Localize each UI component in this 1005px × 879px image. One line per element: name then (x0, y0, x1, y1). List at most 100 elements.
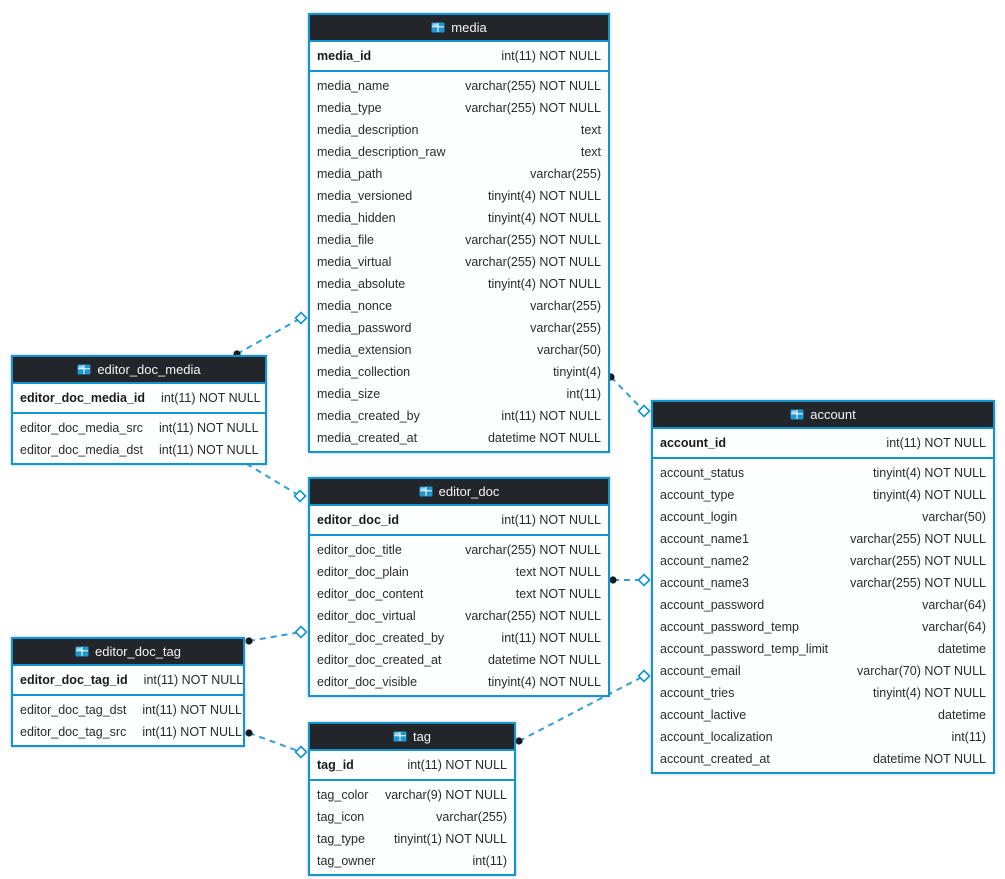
column-name: media_virtual (317, 255, 392, 269)
relationship-line[interactable] (610, 376, 645, 412)
column-row: account_name3 varchar(255) NOT NULL (653, 572, 993, 594)
column-name: tag_type (317, 832, 365, 846)
column-name: account_password (660, 598, 765, 612)
column-type: datetime NOT NULL (487, 431, 601, 445)
column-name: media_id (317, 49, 372, 63)
diamond-marker (293, 489, 307, 503)
column-name: account_login (660, 510, 738, 524)
relationship-line[interactable] (236, 317, 302, 355)
relationship-line[interactable] (248, 732, 302, 753)
column-type: tinyint(1) NOT NULL (394, 832, 507, 846)
relationship-editor_doc_tag-editor_doc[interactable] (245, 625, 308, 645)
column-name: editor_doc_tag_dst (20, 703, 127, 717)
table-header[interactable]: editor_doc (310, 479, 608, 506)
column-type: int(11) NOT NULL (886, 436, 986, 450)
column-name: editor_doc_media_src (20, 421, 143, 435)
column-type: int(11) NOT NULL (142, 703, 242, 717)
column-name: account_name1 (660, 532, 749, 546)
column-type: varchar(255) (436, 810, 507, 824)
diamond-marker (294, 625, 308, 639)
table-header[interactable]: tag (310, 724, 514, 751)
column-type: varchar(255) (530, 167, 601, 181)
relationship-editor_doc-account[interactable] (609, 573, 651, 587)
relationship-media-account[interactable] (607, 373, 651, 418)
dot-marker (609, 576, 617, 584)
column-name: media_created_by (317, 409, 420, 423)
relationship-editor_doc_media-media[interactable] (233, 311, 308, 358)
column-name: editor_doc_media_dst (20, 443, 143, 457)
column-type: int(11) NOT NULL (143, 673, 244, 687)
column-name: account_localization (660, 730, 773, 744)
table-icon (431, 22, 445, 33)
column-type: datetime NOT NULL (487, 653, 601, 667)
table-icon (75, 646, 89, 657)
relationship-editor_doc_tag-tag[interactable] (245, 729, 308, 759)
column-name: tag_color (317, 788, 369, 802)
column-name: media_path (317, 167, 383, 181)
column-name: tag_owner (317, 854, 376, 868)
column-name: account_name3 (660, 576, 749, 590)
column-name: account_created_at (660, 752, 770, 766)
column-name: account_name2 (660, 554, 749, 568)
table-header[interactable]: media (310, 15, 608, 42)
relationship-tag-account[interactable] (515, 669, 651, 745)
table-icon (790, 409, 804, 420)
diamond-marker (637, 573, 651, 587)
table-title: media (451, 20, 487, 35)
diamond-marker (637, 404, 651, 418)
column-name: media_nonce (317, 299, 393, 313)
column-type: varchar(255) NOT NULL (850, 554, 986, 568)
table-header[interactable]: account (653, 402, 993, 429)
column-name: account_lactive (660, 708, 747, 722)
table-header[interactable]: editor_doc_tag (13, 639, 243, 666)
column-type: tinyint(4) NOT NULL (488, 675, 601, 689)
relationship-line[interactable] (248, 631, 302, 642)
column-type: int(11) (566, 387, 601, 401)
column-name: media_collection (317, 365, 411, 379)
relationship-line[interactable] (518, 675, 645, 742)
column-name: media_type (317, 101, 382, 115)
column-name: editor_doc_created_by (317, 631, 445, 645)
column-name: editor_doc_plain (317, 565, 409, 579)
column-type: varchar(255) NOT NULL (465, 233, 601, 247)
column-name: tag_icon (317, 810, 365, 824)
column-row: editor_doc_tag_dst int(11) NOT NULL (13, 699, 243, 721)
column-row: tag_icon varchar(255) (310, 806, 514, 828)
column-name: media_file (317, 233, 374, 247)
table-header[interactable]: editor_doc_media (13, 357, 265, 384)
column-type: text (580, 123, 601, 137)
column-type: varchar(255) NOT NULL (850, 576, 986, 590)
table-title: tag (412, 729, 432, 744)
